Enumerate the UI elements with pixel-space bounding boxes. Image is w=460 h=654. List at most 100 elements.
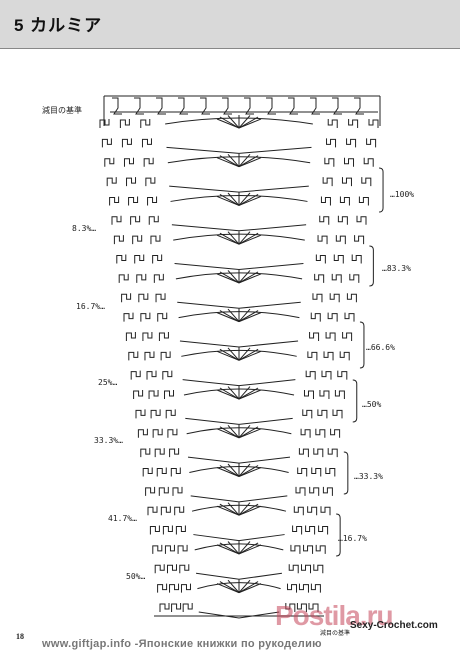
side-stitch-right [296,603,307,612]
side-stitch-left [143,157,154,167]
side-stitch-right [315,544,326,554]
side-stitch-right [332,409,343,419]
base-stitch [178,97,188,115]
side-stitch-right [368,119,379,128]
side-stitch-left [148,390,159,400]
side-stitch-left [164,390,175,400]
side-stitch-right [349,273,360,283]
side-stitch-left [113,235,124,245]
side-stitch-left [175,525,186,535]
side-stitch-right [319,390,330,400]
right-label-2: …83.3% [382,264,411,273]
base-band [103,95,381,126]
left-label-3: 25%… [98,378,118,387]
side-stitch-right [303,544,314,554]
side-stitch-left [152,428,163,438]
fan-spoke [216,312,240,323]
side-stitch-left [125,331,136,341]
row-bracket [343,451,349,495]
fan-spoke [238,505,262,516]
base-stitch [112,97,122,115]
fan-spoke [238,273,262,284]
chain-v [174,263,304,271]
fan-spoke [238,312,262,323]
chain-v [198,611,280,619]
right-label-5: …33.3% [354,472,383,481]
fan-arc [194,543,284,551]
fan-arc [165,117,313,125]
side-stitch-left [128,351,139,361]
side-stitch-left [160,506,171,516]
side-stitch-right [315,254,326,264]
fan-spoke [238,502,251,516]
row-bracket [369,245,374,287]
side-stitch-left [150,235,161,245]
chain-v [182,379,296,387]
fan-arc [186,427,292,435]
side-stitch-left [156,467,167,477]
side-stitch-right [361,177,372,187]
side-stitch-left [153,273,164,283]
side-stitch-right [348,119,359,128]
side-stitch-left [158,331,169,341]
fan-spoke [238,467,262,477]
row-bracket [352,379,358,423]
side-stitch-left [162,370,173,380]
side-stitch-left [123,312,134,322]
chain-v [196,572,282,580]
side-stitch-left [162,525,173,535]
page-title: 5 カルミア [14,16,103,35]
side-stitch-left [101,138,112,148]
side-stitch-right [323,351,334,361]
side-stitch-right [324,157,335,167]
side-stitch-left [180,583,191,593]
fan-spoke [216,350,240,361]
side-stitch-right [307,351,318,361]
side-stitch-left [182,603,193,612]
side-stitch-left [121,138,132,148]
fan-arc [173,233,305,241]
fan-arc [189,466,289,473]
side-stitch-left [109,196,120,206]
fan-spoke [238,308,251,322]
chain-v [169,185,309,193]
side-stitch-right [287,583,298,593]
side-stitch-left [134,254,145,264]
side-stitch-right [330,428,341,438]
row-bracket [379,167,384,213]
chain-v [166,146,312,154]
side-stitch-left [138,293,149,303]
fan-spoke [227,308,240,322]
fan-spoke [216,157,240,168]
side-stitch-right [339,351,350,361]
left-label-1: 8.3%… [72,224,97,233]
fan-spoke [216,505,240,516]
left-label-2: 16.7%… [76,302,105,311]
fan-spoke [238,115,251,129]
fan-arc [191,504,287,512]
side-stitch-right [285,603,296,612]
base-stitch [332,97,342,115]
side-stitch-right [354,235,365,245]
side-stitch-right [300,428,311,438]
side-stitch-right [305,525,316,535]
side-stitch-left [170,467,181,477]
fan-spoke [238,157,262,168]
side-stitch-right [356,215,367,225]
side-stitch-right [288,564,299,574]
fan-arc [170,194,308,202]
side-stitch-right [305,370,316,380]
base-stitch [354,97,364,115]
credit-text: Sexy-Crochet.com [350,620,438,631]
fan-spoke [227,579,240,593]
side-stitch-left [160,351,171,361]
side-stitch-left [167,428,178,438]
base-stitch [288,97,298,115]
side-stitch-right [321,370,332,380]
side-stitch-left [171,603,182,612]
side-stitch-left [148,215,159,225]
side-stitch-left [121,293,132,303]
header-bar: 5 カルミア [0,0,460,48]
fan-spoke [216,234,240,245]
